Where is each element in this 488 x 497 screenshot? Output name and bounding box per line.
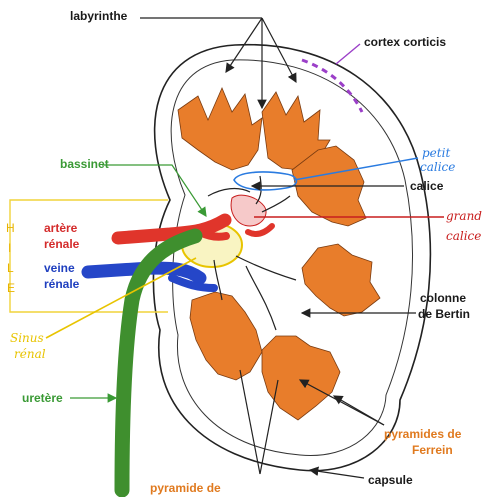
label-sinus-2: rénal	[14, 347, 46, 361]
label-petit-calice-2: calice	[420, 160, 455, 174]
label-veine-1: veine	[44, 261, 75, 275]
hile-bracket	[10, 200, 168, 312]
label-sinus-1: Sinus	[10, 331, 44, 345]
label-artere-1: artère	[44, 221, 78, 235]
pyramid-top-left	[178, 88, 262, 170]
label-bassinet: bassinet	[60, 157, 109, 171]
petit-calice-mark	[234, 172, 297, 190]
grand-calice-shape	[231, 195, 266, 226]
svg-text:H: H	[6, 221, 15, 235]
pyramid-right-middle	[302, 244, 380, 316]
svg-text:L: L	[7, 261, 14, 275]
label-pyramides-ferrein-2: Ferrein	[412, 443, 453, 457]
label-grand-calice-2: calice	[446, 229, 481, 243]
pyramid-bottom-center	[262, 336, 340, 420]
cortex-corticis-mark	[302, 60, 362, 112]
label-uretere: uretère	[22, 391, 63, 405]
pyramid-bottom-left	[190, 292, 262, 380]
label-grand-calice-1: grand	[446, 209, 482, 223]
renal-artery-branch-2	[248, 226, 272, 234]
cortex-leader	[336, 44, 360, 64]
label-capsule: capsule	[368, 473, 413, 487]
label-artere-2: rénale	[44, 237, 80, 251]
label-cortex-corticis: cortex corticis	[364, 35, 446, 49]
svg-text:I: I	[8, 241, 11, 255]
label-petit-calice-1: petit	[422, 146, 450, 160]
label-pyramides-ferrein-1: pyramides de	[384, 427, 462, 441]
label-calice: calice	[410, 179, 444, 193]
label-colonne-2: de Bertin	[418, 307, 470, 321]
svg-text:E: E	[7, 281, 15, 295]
renal-artery-branch	[200, 232, 226, 237]
label-pyramide-de: pyramide de	[150, 481, 221, 495]
bassinet-leader	[102, 165, 206, 216]
label-colonne-1: colonne	[420, 291, 466, 305]
label-labyrinthe: labyrinthe	[70, 9, 128, 23]
label-veine-2: rénale	[44, 277, 80, 291]
